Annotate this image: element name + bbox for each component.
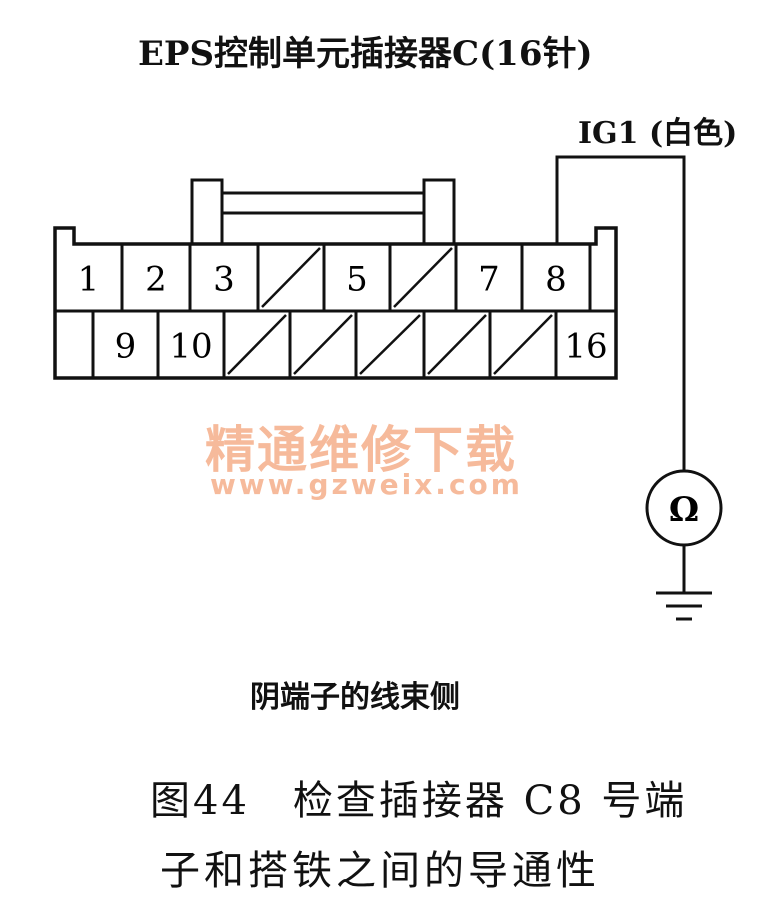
connector-body	[53, 226, 618, 380]
figure-caption-line-1: 图44 检查插接器 C8 号端	[150, 778, 688, 824]
pin-number: 10	[169, 327, 212, 367]
empty-cavity-slash	[227, 314, 287, 375]
connector-lock-tab	[190, 178, 456, 246]
watermark-url: www.gzweix.com	[210, 468, 523, 501]
pin-number: 3	[213, 260, 235, 300]
pin-number: 7	[478, 260, 500, 300]
pin-number: 16	[564, 327, 607, 367]
empty-cavity-slash	[393, 247, 453, 308]
harness-side-label: 阴端子的线束侧	[250, 680, 460, 715]
figure-caption-line-2: 子和搭铁之间的导通性	[160, 848, 600, 894]
watermark-text: 精通维修下载	[205, 421, 517, 479]
pin-number: 9	[115, 327, 137, 367]
ohm-icon: Ω	[669, 490, 699, 530]
wire-label-ig1: IG1 (白色)	[578, 116, 738, 151]
empty-cavity-slash	[261, 247, 321, 308]
pin-row-1: 1 2 3 5 7 8	[78, 244, 592, 311]
ground-icon	[656, 591, 712, 621]
empty-cavity-slash	[427, 314, 487, 375]
empty-cavity-slash	[493, 314, 553, 375]
pin-number: 8	[545, 260, 567, 300]
empty-cavity-slash	[359, 314, 421, 375]
wire-ig1	[555, 155, 686, 472]
connector-title: EPS控制单元插接器C(16针)	[138, 34, 593, 74]
pin-number: 1	[78, 260, 100, 300]
pin-row-2: 9 10 16	[91, 311, 608, 378]
pin-number: 5	[346, 260, 368, 300]
pin-number: 2	[145, 260, 167, 300]
empty-cavity-slash	[293, 314, 353, 375]
